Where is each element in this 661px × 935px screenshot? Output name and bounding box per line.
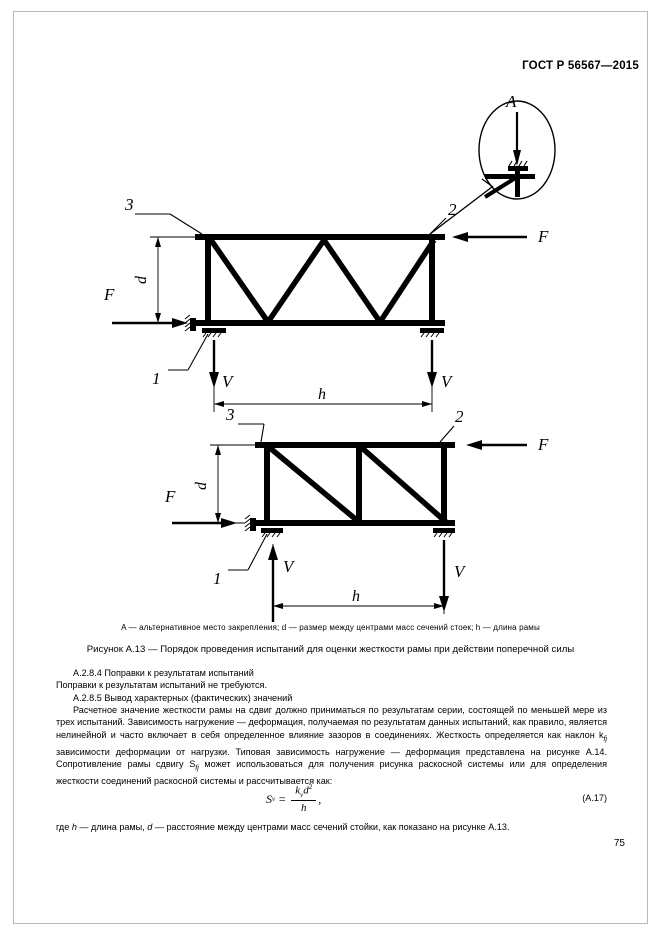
upper-reaction-right-label: V [441, 372, 454, 391]
lower-dim-h [272, 544, 445, 614]
upper-force-left-label: F [103, 285, 115, 304]
formula-where-line: где h — длина рамы, d — расстояние между… [56, 822, 607, 832]
lower-force-right-label: F [537, 435, 549, 454]
upper-label-2: 2 [448, 200, 457, 219]
lower-right-bearing [433, 528, 455, 533]
upper-label-3: 3 [124, 195, 134, 214]
document-standard-header: ГОСТ Р 56567—2015 [522, 60, 639, 72]
lower-left-bearing [261, 528, 283, 533]
lower-label-1: 1 [213, 569, 222, 588]
paragraph-part-2: зависимости деформации от нагрузки. Типо… [56, 746, 607, 770]
formula-equals: = [275, 791, 290, 806]
lower-force-left-label: F [164, 487, 176, 506]
upper-dim-d [150, 236, 202, 324]
page-number: 75 [613, 838, 625, 849]
formula-num-k-subscript: v [300, 790, 304, 799]
upper-dim-h [213, 344, 433, 412]
upper-diagonals [208, 238, 437, 324]
lower-top-chord [255, 442, 455, 448]
upper-right-post [429, 237, 435, 323]
paragraph-subscript-2: fj [195, 765, 199, 773]
lower-label-2: 2 [455, 407, 464, 426]
lower-left-bearing-hatch [261, 532, 281, 538]
upper-bottom-chord [195, 320, 445, 326]
formula-lhs-subscript: v [272, 795, 276, 804]
paragraph-subscript-1: fj [603, 735, 608, 743]
figure-a13-drawing: A 3 2 1 F F V V d h 3 2 1 F F V V d h [103, 92, 556, 622]
clause-2-8-5-paragraph: Расчетное значение жесткости рамы на сдв… [56, 704, 607, 788]
where-text-h: — длина рамы, [76, 822, 148, 832]
lower-dim-d-label: d [193, 481, 210, 490]
formula-num-d-exponent: 2 [308, 783, 313, 791]
formula-number: (А.17) [582, 793, 607, 803]
lower-diagonals [268, 445, 448, 525]
upper-right-bearing-hatch [420, 332, 440, 338]
lower-reaction-left-label: V [283, 557, 296, 576]
formula-lhs: S [266, 791, 272, 806]
detail-chord-segment [485, 174, 535, 179]
upper-label-1: 1 [152, 369, 161, 388]
upper-dim-h-label: h [318, 386, 326, 403]
formula-num-k: k [295, 784, 301, 797]
formula-comma: , [318, 791, 322, 806]
formula-num-d: d [303, 784, 309, 797]
upper-top-chord [195, 234, 445, 240]
lower-force-right-arrow-head [466, 440, 482, 450]
detail-post-segment [515, 171, 520, 197]
figure-caption: Рисунок А.13 — Порядок проведения испыта… [86, 644, 575, 655]
lower-right-post [441, 445, 447, 523]
lower-dim-h-label: h [352, 588, 360, 605]
upper-force-right-arrow-head [452, 232, 468, 242]
detail-leader-line [429, 186, 493, 235]
where-lead: где [56, 822, 72, 832]
figure-legend: A — альтернативное место закрепления; d … [121, 623, 540, 632]
upper-right-bearing [420, 328, 444, 333]
upper-leaders [135, 213, 447, 371]
figure-a13: A 3 2 1 F F V V d h 3 2 1 F F V V d h [30, 82, 630, 622]
upper-left-support-plate [190, 318, 196, 331]
body-text-block: А.2.8.4 Поправки к результатам испытаний… [56, 667, 607, 788]
clause-2-8-4-title: А.2.8.4 Поправки к результатам испытаний [73, 668, 254, 678]
detail-hatching [508, 160, 528, 167]
lower-left-post [264, 445, 270, 523]
paragraph-part-1: Расчетное значение жесткости рамы на сдв… [56, 705, 607, 740]
clause-2-8-5-title: А.2.8.5 Вывод характерных (фактических) … [73, 692, 293, 703]
lower-leaders [228, 423, 455, 571]
detail-label-a: A [505, 92, 517, 111]
detail-diagonal-segment [483, 175, 519, 199]
lower-middle-post [356, 445, 362, 523]
paragraph-part-3: может использоваться для получения рисун… [56, 759, 608, 787]
lower-dim-d [210, 444, 261, 524]
lower-label-3: 3 [225, 405, 235, 424]
lower-reaction-right-label: V [454, 562, 467, 581]
page-border [13, 11, 648, 924]
formula-numerator: kvd2 [291, 783, 316, 800]
upper-force-right-label: F [537, 227, 549, 246]
upper-left-post [205, 237, 211, 323]
formula-fraction: kvd2 h [291, 783, 317, 814]
where-symbol-h: h [71, 822, 77, 832]
upper-reaction-left-label: V [222, 372, 235, 391]
detail-arc-small [481, 178, 494, 188]
clause-2-8-4-text: Поправки к результатам испытаний не треб… [56, 680, 267, 691]
detail-load-arrow-head [513, 150, 521, 166]
lower-bottom-chord [255, 520, 455, 526]
where-text-d: — расстояние между центрами масс сечений… [152, 822, 510, 832]
upper-dim-d-label: d [133, 275, 150, 284]
detail-hinge-plate [508, 166, 528, 171]
lower-left-support-plate [250, 518, 256, 531]
lower-right-bearing-hatch [433, 532, 453, 538]
where-symbol-d: d [147, 822, 153, 832]
upper-left-bearing [202, 328, 226, 333]
formula-denominator: h [291, 799, 317, 814]
detail-bubble-circle [478, 100, 556, 200]
lower-left-support-hatch [244, 514, 251, 532]
upper-left-bearing-hatch [202, 332, 222, 338]
